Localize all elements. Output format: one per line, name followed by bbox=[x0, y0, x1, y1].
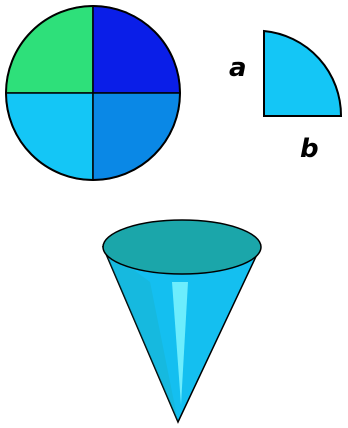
quarter-sector bbox=[263, 29, 343, 117]
sector-shape bbox=[263, 29, 343, 117]
cone-top bbox=[102, 219, 262, 275]
quadrant-bottom-left bbox=[5, 92, 94, 181]
circle-outline bbox=[5, 5, 181, 181]
label-b: b bbox=[300, 134, 319, 164]
cone-shade bbox=[103, 247, 178, 422]
cone bbox=[101, 219, 262, 424]
quartered-circle bbox=[5, 5, 181, 181]
cone-highlight bbox=[172, 282, 188, 405]
label-a: a bbox=[229, 53, 247, 83]
quadrant-top-left bbox=[5, 5, 94, 94]
quadrant-bottom-right bbox=[92, 92, 181, 181]
quadrant-top-right bbox=[92, 5, 181, 94]
